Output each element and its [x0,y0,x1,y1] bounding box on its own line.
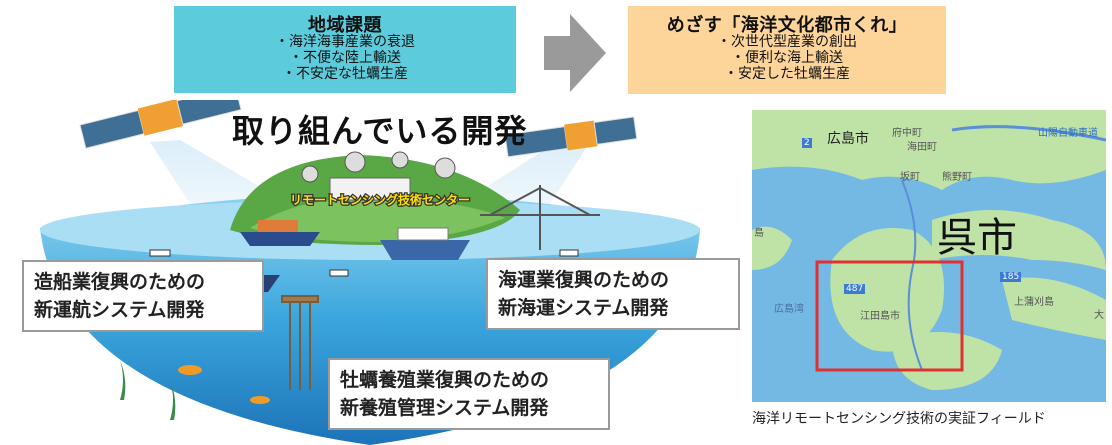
map-label-kaita: 海田町 [907,142,937,153]
regional-issues-box: 地域課題 ・海洋海事産業の衰退 ・不便な陸上輸送 ・不安定な牡蠣生産 [174,6,516,93]
oyster-label-box: 牡蠣養殖業復興のための 新養殖管理システム開発 [328,358,610,430]
ship [240,220,320,246]
label-line: 新海運システム開発 [498,297,669,319]
map-label-fuchu: 府中町 [892,128,922,139]
map-graphic [752,110,1106,402]
map-label-etajima: 江田島市 [860,311,900,322]
label-line: 新養殖管理システム開発 [340,397,549,419]
boat-icon [149,249,579,277]
label-line: 新運航システム開発 [34,299,205,321]
map-label-kumano: 熊野町 [942,172,972,183]
issue-item: ・海洋海事産業の衰退 [275,34,415,50]
right-arrow-icon [544,14,606,92]
map-label-kamikamagari: 上蒲刈島 [1014,297,1054,308]
goal-box: めざす「海洋文化都市くれ」 ・次世代型産業の創出 ・便利な海上輸送 ・安定した牡… [628,6,946,94]
kure-map: 広島市 府中町 海田町 坂町 熊野町 呉市 江田島市 上蒲刈島 487 185 … [752,110,1106,402]
goal-item: ・安定した牡蠣生産 [724,66,850,82]
map-label-right-edge: 大 [1094,310,1104,321]
antenna-icon [301,151,456,183]
sensing-center-label: リモートセンシング技術センター [290,192,470,207]
highlight-rectangle [815,260,964,372]
map-caption: 海洋リモートセンシング技術の実証フィールド [752,411,1046,427]
map-label-kure: 呉市 [937,215,1017,261]
goal-list: ・次世代型産業の創出 ・便利な海上輸送 ・安定した牡蠣生産 [628,34,946,82]
shipbuilding-label-box: 造船業復興のための 新運航システム開発 [22,260,264,332]
map-label-road-2: 2 [802,138,812,148]
map-label-road-185: 185 [1000,272,1022,282]
shipping-label-box: 海運業復興のための 新海運システム開発 [486,258,740,330]
issue-item: ・不便な陸上輸送 [289,50,401,66]
map-label-saka: 坂町 [900,172,920,183]
main-title: 取り組んでいる開発 [232,112,528,150]
regional-issues-list: ・海洋海事産業の衰退 ・不便な陸上輸送 ・不安定な牡蠣生産 [174,34,516,82]
oyster-raft [281,295,319,390]
label-line: 牡蠣養殖業復興のための [340,369,550,391]
ship [380,227,470,260]
satellite-icon-right [504,116,638,158]
satellite-icon-left [79,100,242,149]
label-line: 造船業復興のための [34,271,206,293]
map-label-hiroshima-bay: 広島湾 [774,304,804,315]
goal-title: めざす「海洋文化都市くれ」 [666,15,908,36]
map-label-hiroshima: 広島市 [827,131,869,147]
regional-issues-title: 地域課題 [308,15,382,36]
goal-item: ・次世代型産業の創出 [717,34,857,50]
issue-item: ・不安定な牡蠣生産 [282,66,408,82]
bridge [480,185,600,250]
sensing-center-building [329,177,411,201]
label-line: 海運業復興のための [498,269,670,291]
map-label-highway: 山陽自動車道 [1038,128,1098,139]
map-label-road-487: 487 [844,284,866,294]
goal-item: ・便利な海上輸送 [731,50,843,66]
map-label-left-edge: 島 [754,228,764,239]
